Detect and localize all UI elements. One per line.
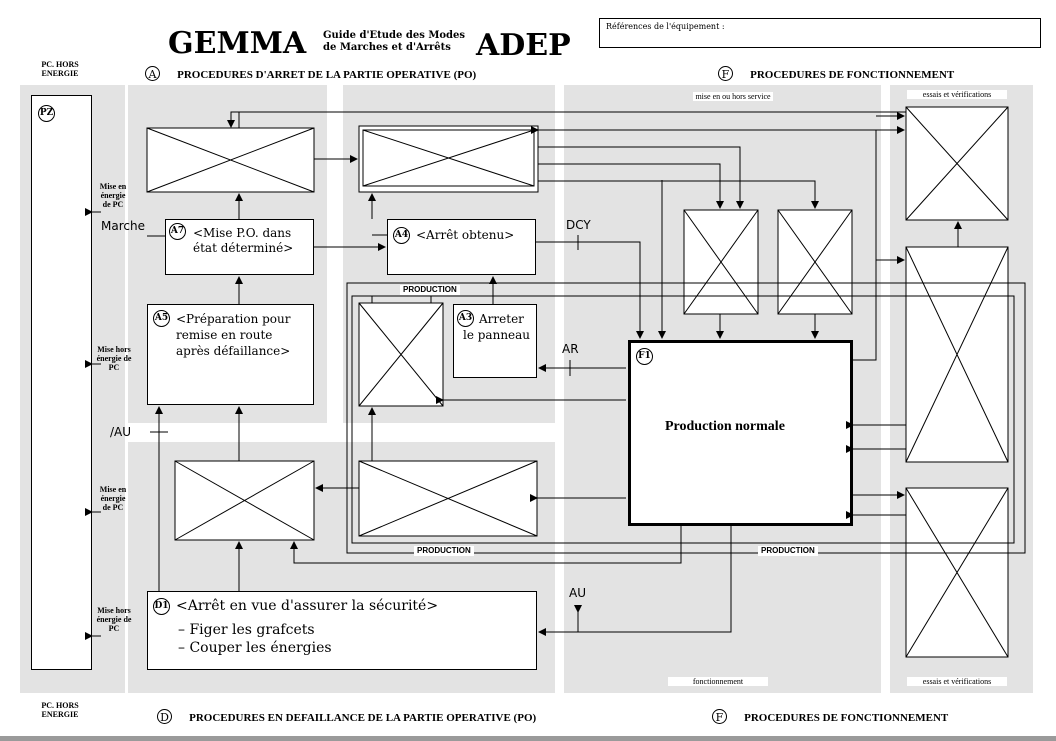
fonctionnement-label: fonctionnement	[668, 677, 768, 686]
production-loop-outer	[346, 282, 1026, 554]
mise-en-energie-1: Mise en énergie de PC	[99, 182, 127, 209]
empty-state-a6[interactable]	[146, 127, 315, 193]
production-label-b: PRODUCTION	[414, 546, 474, 556]
adep-title: ADEP	[476, 28, 571, 63]
section-d-letter: D	[157, 709, 172, 724]
production-label-a: PRODUCTION	[400, 285, 460, 295]
guide-line-2: de Marches et d'Arrêts	[323, 42, 451, 53]
essais-bottom-label: essais et vérifications	[907, 677, 1007, 686]
state-d1-line2: – Figer les grafcets	[178, 622, 315, 638]
section-f-top-letter: F	[718, 66, 733, 81]
section-a-letter: A	[145, 66, 160, 81]
references-label: Références de l'équipement :	[606, 22, 725, 31]
state-a3-tag: A3	[457, 310, 474, 327]
production-loop-inner	[351, 295, 1015, 544]
section-f-top-header: F PROCEDURES DE FONCTIONNEMENT	[718, 63, 954, 82]
state-a7-tag: A7	[169, 223, 186, 240]
state-d1-line3: – Couper les énergies	[178, 640, 332, 656]
empty-state-a2[interactable]	[358, 302, 444, 407]
pc-hors-energie-bottom: PC. HORS ENERGIE	[41, 701, 79, 719]
state-a4[interactable]: A4 <Arrêt obtenu>	[387, 219, 536, 275]
ar-label: AR	[562, 342, 579, 356]
section-d-header: D PROCEDURES EN DEFAILLANCE DE LA PARTIE…	[157, 706, 536, 725]
mise-hors-energie-2: Mise hors énergie de PC	[96, 606, 132, 633]
empty-state-f5[interactable]	[905, 246, 1009, 463]
empty-state-f6[interactable]	[905, 487, 1009, 658]
state-f1-label: Production normale	[665, 419, 785, 434]
section-a-header: A PROCEDURES D'ARRET DE LA PARTIE OPERAT…	[145, 63, 476, 82]
state-d1-tag: D1	[153, 598, 170, 615]
section-f-top-title: PROCEDURES DE FONCTIONNEMENT	[750, 69, 955, 81]
gemma-title: GEMMA	[168, 26, 307, 61]
state-a5-line1: <Préparation pour	[176, 312, 291, 326]
au-label: AU	[569, 586, 586, 600]
pz-tag: PZ	[38, 105, 55, 122]
state-a7-line1: <Mise P.O. dans	[193, 226, 292, 240]
state-a3-line2: le panneau	[463, 328, 531, 342]
empty-state-a1[interactable]	[358, 125, 539, 193]
state-a3-line1: Arreter	[479, 312, 524, 326]
state-d1-line1: <Arrêt en vue d'assurer la sécurité>	[176, 598, 439, 614]
references-box[interactable]: Références de l'équipement :	[599, 18, 1041, 48]
state-a4-line1: <Arrêt obtenu>	[416, 228, 515, 242]
state-a5-tag: A5	[153, 310, 170, 327]
state-f1-tag: F1	[636, 348, 653, 365]
production-label-c: PRODUCTION	[758, 546, 818, 556]
guide-line-1: Guide d'Etude des Modes	[323, 30, 466, 41]
state-a7-line2: état déterminé>	[193, 241, 294, 255]
pz-box[interactable]: PZ	[31, 95, 92, 670]
state-d1[interactable]: D1 <Arrêt en vue d'assurer la sécurité> …	[147, 591, 537, 670]
empty-state-f2[interactable]	[683, 209, 759, 315]
empty-state-d3[interactable]	[174, 460, 315, 541]
bottom-strip	[0, 736, 1056, 741]
section-f-bottom-title: PROCEDURES DE FONCTIONNEMENT	[744, 712, 949, 724]
essais-top-label: essais et vérifications	[907, 90, 1007, 99]
state-f1[interactable]: F1 Production normale	[628, 340, 853, 526]
state-a5-line3: après défaillance>	[176, 344, 291, 358]
section-a-title: PROCEDURES D'ARRET DE LA PARTIE OPERATIV…	[177, 69, 477, 81]
empty-state-f4[interactable]	[905, 106, 1009, 221]
mise-en-ou-hors-service-label: mise en ou hors service	[693, 92, 773, 101]
state-a5-line2: remise en route	[176, 328, 273, 342]
empty-state-f3[interactable]	[777, 209, 853, 315]
section-f-bottom-letter: F	[712, 709, 727, 724]
section-d-title: PROCEDURES EN DEFAILLANCE DE LA PARTIE O…	[189, 712, 537, 724]
empty-state-d2[interactable]	[358, 460, 538, 537]
au-left-label: /AU	[110, 425, 132, 439]
dcy-label: DCY	[566, 218, 591, 232]
mise-en-energie-2: Mise en énergie de PC	[99, 485, 127, 512]
marche-label: Marche	[101, 219, 145, 233]
state-a7[interactable]: A7 <Mise P.O. dans état déterminé>	[165, 219, 314, 275]
state-a5[interactable]: A5 <Préparation pour remise en route apr…	[147, 304, 314, 405]
state-a4-tag: A4	[393, 227, 410, 244]
mise-hors-energie-1: Mise hors énergie de PC	[96, 345, 132, 372]
section-f-bottom-header: F PROCEDURES DE FONCTIONNEMENT	[712, 706, 948, 725]
state-a3[interactable]: A3 Arreter le panneau	[453, 304, 537, 378]
pc-hors-energie-top: PC. HORS ENERGIE	[41, 60, 79, 78]
